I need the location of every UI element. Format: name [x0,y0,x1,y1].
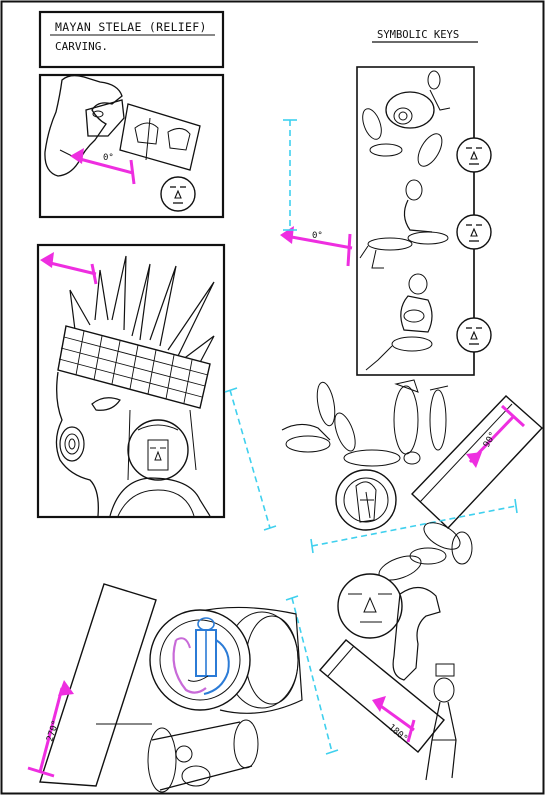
creature-medallion-group [281,379,449,531]
rotation-arrow-headdress [40,252,98,285]
title-line-2: CARVING. [55,40,108,53]
slab-270 [39,583,157,787]
colored-glyph-medallion [149,606,303,714]
angle-label-top: 0° [103,153,114,163]
angle-label-keys: 0° [312,231,323,241]
headdress-panel [36,243,226,519]
symbolic-keys-panel [356,66,492,376]
guide-line-middle [224,387,518,554]
rotation-arrow-270: 270° [27,680,74,778]
guide-line-keys [283,119,297,231]
frog-creature-group [337,522,473,681]
guide-line-lower-right [285,595,339,755]
top-relief-panel [38,73,225,219]
rotation-arrow-top: 0° [70,148,136,185]
bottom-cylinder [147,719,259,793]
title-line-1: MAYAN STELAE (RELIEF) [55,20,207,34]
rotation-arrow-keys: 0° [280,226,353,267]
keys-heading: SYMBOLIC KEYS [377,29,459,41]
standing-figure [425,663,457,781]
title-box: MAYAN STELAE (RELIEF) CARVING. [38,10,225,69]
slab-180 [319,639,445,753]
